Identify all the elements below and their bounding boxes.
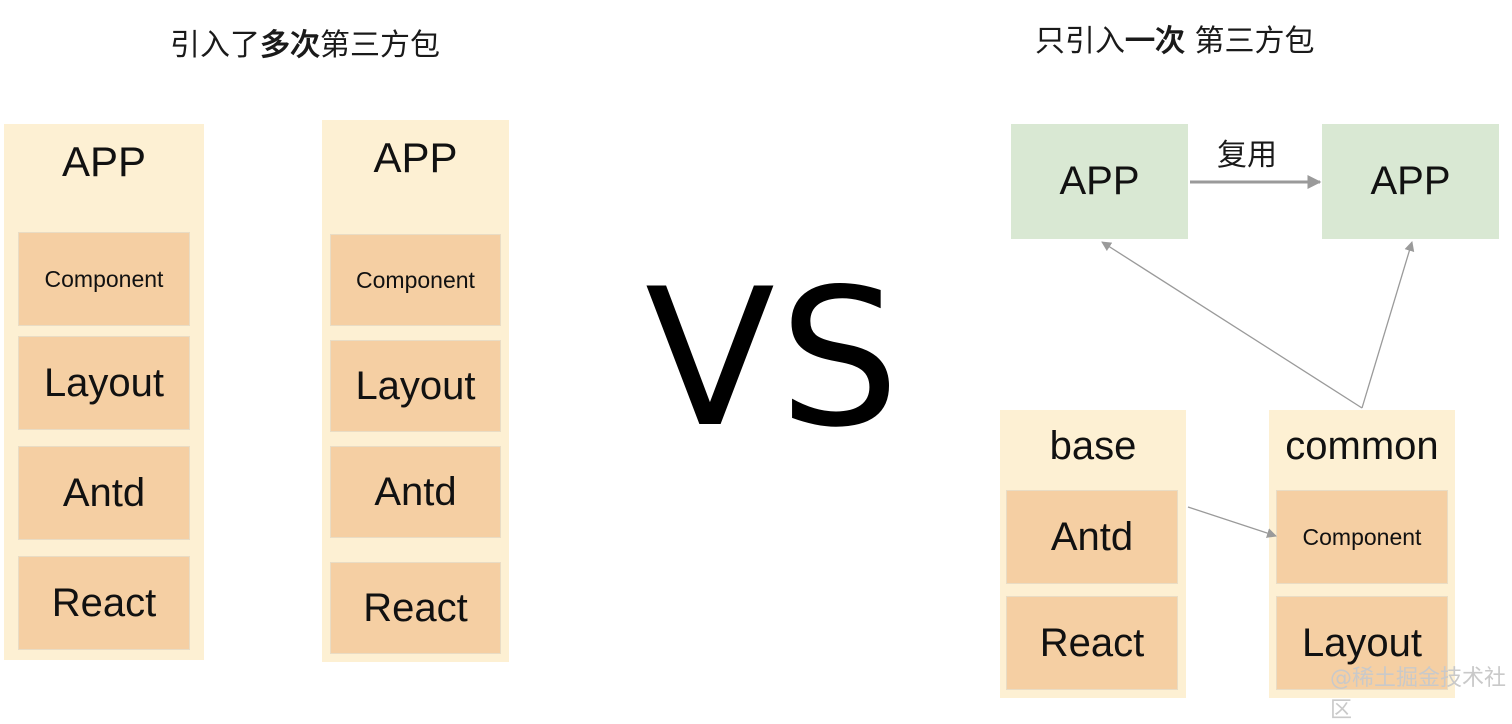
left-title: 引入了多次第三方包: [170, 20, 440, 64]
right-title-bold: 一次: [1125, 24, 1185, 59]
common-stack-component: Component: [1276, 490, 1448, 584]
right-title: 只引入一次 第三方包: [1035, 16, 1315, 60]
common-to-app-left-arrow: [1101, 241, 1363, 409]
right-title-pre: 只引入: [1035, 24, 1125, 59]
left-title-pre: 引入了: [170, 28, 260, 63]
reuse-label: 复用: [1217, 138, 1277, 173]
app-stack-1-layout: Layout: [18, 336, 190, 430]
app-stack-2-antd: Antd: [330, 446, 501, 538]
app-stack-1-component: Component: [18, 232, 190, 326]
app-stack-1: APP Component Layout Antd React: [4, 124, 204, 660]
base-to-component-arrow: [1187, 506, 1277, 538]
common-stack-head: common: [1285, 424, 1439, 468]
base-stack-antd: Antd: [1006, 490, 1178, 584]
app-box-left: APP: [1011, 124, 1188, 239]
app-stack-2-component: Component: [330, 234, 501, 326]
app-stack-2-head: APP: [373, 134, 458, 181]
app-stack-1-react: React: [18, 556, 190, 650]
app-stack-1-head: APP: [61, 138, 147, 185]
left-title-bold: 多次: [260, 28, 320, 63]
watermark: @稀土掘金技术社区: [1330, 666, 1507, 723]
arrows-layer: [1101, 175, 1415, 538]
right-title-post: 第三方包: [1185, 24, 1315, 59]
app-stack-1-antd: Antd: [18, 446, 190, 540]
app-stack-2-react: React: [330, 562, 501, 654]
base-stack-react: React: [1006, 596, 1178, 690]
common-stack-layout: Layout: [1276, 596, 1448, 690]
base-stack: base Antd React: [1000, 410, 1186, 698]
app-stack-2-layout: Layout: [330, 340, 501, 432]
app-stack-2: APP Component Layout Antd React: [322, 120, 509, 662]
common-stack: common Component Layout: [1269, 410, 1455, 698]
base-stack-head: base: [1049, 424, 1137, 468]
left-title-post: 第三方包: [320, 28, 440, 63]
common-to-app-right-arrow: [1361, 241, 1415, 409]
app-box-right: APP: [1322, 124, 1499, 239]
vs-label: VS: [645, 248, 904, 469]
